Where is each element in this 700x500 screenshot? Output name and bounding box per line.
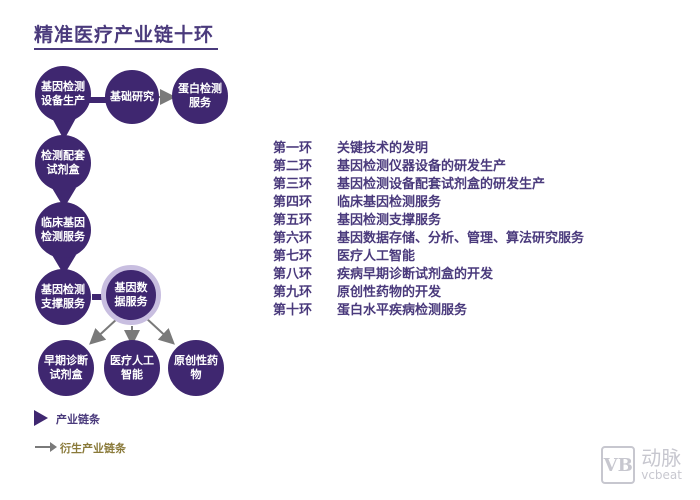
ring-row: 第八环 疾病早期诊断试剂盒的开发 [273, 266, 584, 284]
ring-text: 疾病早期诊断试剂盒的开发 [337, 267, 494, 282]
ring-number: 第八环 [273, 267, 313, 282]
node-genetic-data-service: 基因数据服务 [101, 265, 161, 325]
ring-text: 基因数据存储、分析、管理、算法研究服务 [337, 231, 585, 246]
ring-row: 第三环 基因检测设备配套试剂盒的研发生产 [273, 176, 584, 194]
legend-derived-arrow-icon [35, 442, 57, 452]
main-link-1 [52, 118, 76, 140]
node-original-drug: 原创性药物 [168, 340, 224, 396]
derived-link-early [89, 317, 119, 345]
main-link-3 [52, 255, 76, 275]
main-link-2 [52, 188, 76, 208]
ring-text: 临床基因检测服务 [337, 195, 442, 210]
ring-row: 第四环 临床基因检测服务 [273, 194, 584, 212]
page-title: 精准医疗产业链十环 [34, 24, 215, 46]
legend-main-label: 产业链条 [56, 413, 100, 426]
ring-row: 第十环 蛋白水平疾病检测服务 [273, 302, 584, 320]
node-medical-ai: 医疗人工智能 [104, 340, 160, 396]
node-protein-testing: 蛋白检测服务 [172, 68, 228, 124]
ring-number: 第七环 [273, 249, 313, 264]
ring-text: 医疗人工智能 [337, 249, 416, 264]
watermark-mark: VB [601, 446, 636, 484]
ring-text: 蛋白水平疾病检测服务 [337, 303, 468, 318]
ring-text: 原创性药物的开发 [337, 285, 442, 300]
ring-number: 第五环 [273, 213, 313, 228]
legend-derived-label: 衍生产业链条 [60, 442, 126, 455]
node-clinical-testing: 临床基因检测服务 [35, 202, 91, 258]
ring-row: 第九环 原创性药物的开发 [273, 284, 584, 302]
ring-row: 第六环 基因数据存储、分析、管理、算法研究服务 [273, 230, 584, 248]
watermark-logo: VB 动脉 vcbeat [601, 446, 682, 484]
ring-row: 第一环 关键技术的发明 [273, 140, 584, 158]
ring-number: 第一环 [273, 141, 313, 156]
ring-list: 第一环 关键技术的发明第二环 基因检测仪器设备的研发生产第三环 基因检测设备配套试剂盒… [273, 140, 584, 320]
ring-text: 基因检测仪器设备的研发生产 [337, 159, 507, 174]
watermark-sub: vcbeat [641, 468, 682, 482]
ring-row: 第二环 基因检测仪器设备的研发生产 [273, 158, 584, 176]
node-early-diagnosis: 早期诊断试剂盒 [38, 340, 94, 396]
ring-text: 基因检测设备配套试剂盒的研发生产 [337, 177, 546, 192]
node-basic-research: 基础研究 [105, 70, 159, 124]
ring-number: 第三环 [273, 177, 313, 192]
ring-row: 第七环 医疗人工智能 [273, 248, 584, 266]
watermark-name: 动脉 [641, 446, 682, 470]
ring-number: 第四环 [273, 195, 313, 210]
legend-main-arrow-icon [34, 410, 48, 426]
ring-number: 第六环 [273, 231, 313, 246]
ring-number: 第二环 [273, 159, 313, 174]
node-test-reagent: 检测配套试剂盒 [35, 135, 91, 191]
node-device-production: 基因检测设备生产 [35, 66, 91, 122]
ring-number: 第九环 [273, 285, 313, 300]
node-testing-support: 基因检测支撑服务 [35, 269, 91, 325]
derived-link-drug [145, 317, 175, 345]
ring-text: 基因检测支撑服务 [337, 213, 442, 228]
title-underline [34, 48, 218, 50]
ring-text: 关键技术的发明 [337, 141, 429, 156]
ring-number: 第十环 [273, 303, 313, 318]
ring-row: 第五环 基因检测支撑服务 [273, 212, 584, 230]
